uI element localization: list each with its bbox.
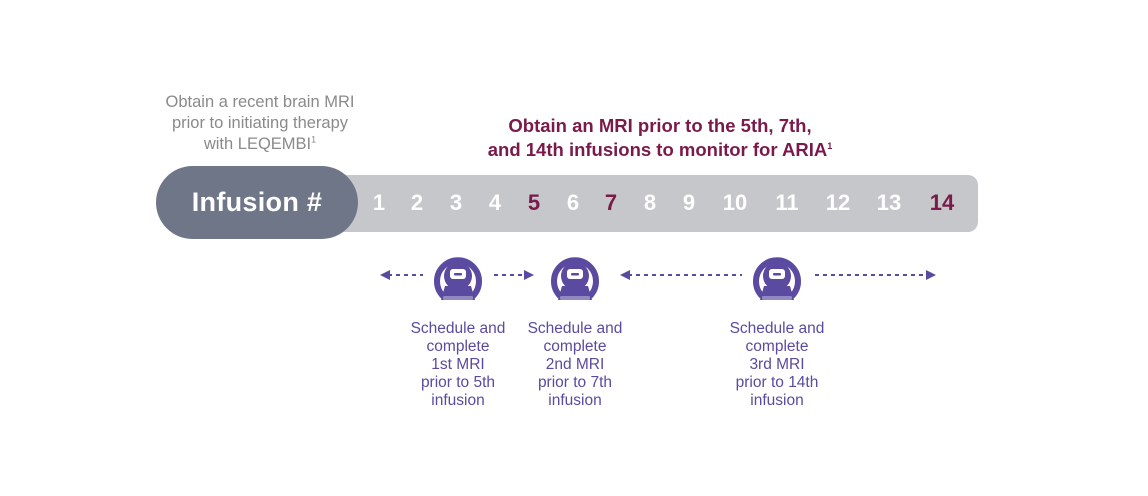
mri-scanner-icon [431, 252, 485, 306]
mri-scanner-icon [548, 252, 602, 306]
caption-line: 2nd MRI [545, 356, 605, 373]
baseline-mri-note: Obtain a recent brain MRI prior to initi… [150, 92, 370, 155]
caption-line: Schedule and [527, 320, 623, 337]
footnote-ref: 1 [827, 140, 833, 151]
infusion-number-8: 8 [643, 190, 657, 215]
mri-step-3-caption: Schedule and complete 3rd MRI prior to 1… [717, 320, 837, 410]
caption-line: complete [543, 338, 607, 355]
caption-line: 1st MRI [431, 356, 485, 373]
caption-line: Schedule and [410, 320, 506, 337]
infusion-number-6: 6 [566, 190, 580, 215]
caption-line: infusion [548, 392, 602, 409]
dashed-arrow-left [620, 270, 630, 280]
infusion-number-10: 10 [722, 190, 748, 215]
mri-step-2-caption: Schedule and complete 2nd MRI prior to 7… [515, 320, 635, 410]
dashed-arrow-right [926, 270, 936, 280]
infusion-number-13: 13 [876, 190, 902, 215]
footnote-ref: 1 [311, 134, 317, 145]
baseline-note-line-3: with LEQEMBI [203, 135, 312, 153]
infusion-number-5: 5 [527, 190, 541, 215]
infusion-number-9: 9 [682, 190, 696, 215]
mri-scanner-icon [750, 252, 804, 306]
mri-step-1-caption: Schedule and complete 1st MRI prior to 5… [398, 320, 518, 410]
caption-line: complete [426, 338, 490, 355]
infusion-timeline-bar [300, 175, 978, 232]
infusion-number-11: 11 [775, 190, 799, 215]
caption-line: prior to 14th [735, 374, 819, 391]
infusion-number-14: 14 [929, 190, 955, 215]
infusion-number-4: 4 [488, 190, 502, 215]
infusion-label-pill: Infusion # [156, 166, 358, 239]
caption-line: infusion [431, 392, 485, 409]
dashed-arrow-right [524, 270, 534, 280]
infusion-number-12: 12 [825, 190, 851, 215]
caption-line: infusion [750, 392, 804, 409]
infusion-number-1: 1 [372, 190, 386, 215]
caption-line: 3rd MRI [749, 356, 805, 373]
heading-line-2: and 14th infusions to monitor for ARIA [487, 139, 828, 160]
infusion-number-7: 7 [604, 190, 618, 215]
heading-line-2-wrap: and 14th infusions to monitor for ARIA1 [400, 138, 920, 162]
infusion-label: Infusion # [191, 187, 323, 217]
baseline-note-line-1: Obtain a recent brain MRI [165, 93, 355, 111]
infusion-number-3: 3 [449, 190, 463, 215]
caption-line: prior to 7th [537, 374, 613, 391]
baseline-note-line-2: prior to initiating therapy [171, 114, 349, 132]
caption-line: complete [745, 338, 809, 355]
monitoring-heading: Obtain an MRI prior to the 5th, 7th, and… [400, 114, 920, 162]
caption-line: Schedule and [729, 320, 825, 337]
dashed-arrow-left [380, 270, 390, 280]
infusion-number-2: 2 [410, 190, 424, 215]
caption-line: prior to 5th [420, 374, 496, 391]
baseline-note-line-3-wrap: with LEQEMBI1 [150, 134, 370, 155]
heading-line-1: Obtain an MRI prior to the 5th, 7th, [508, 115, 812, 136]
